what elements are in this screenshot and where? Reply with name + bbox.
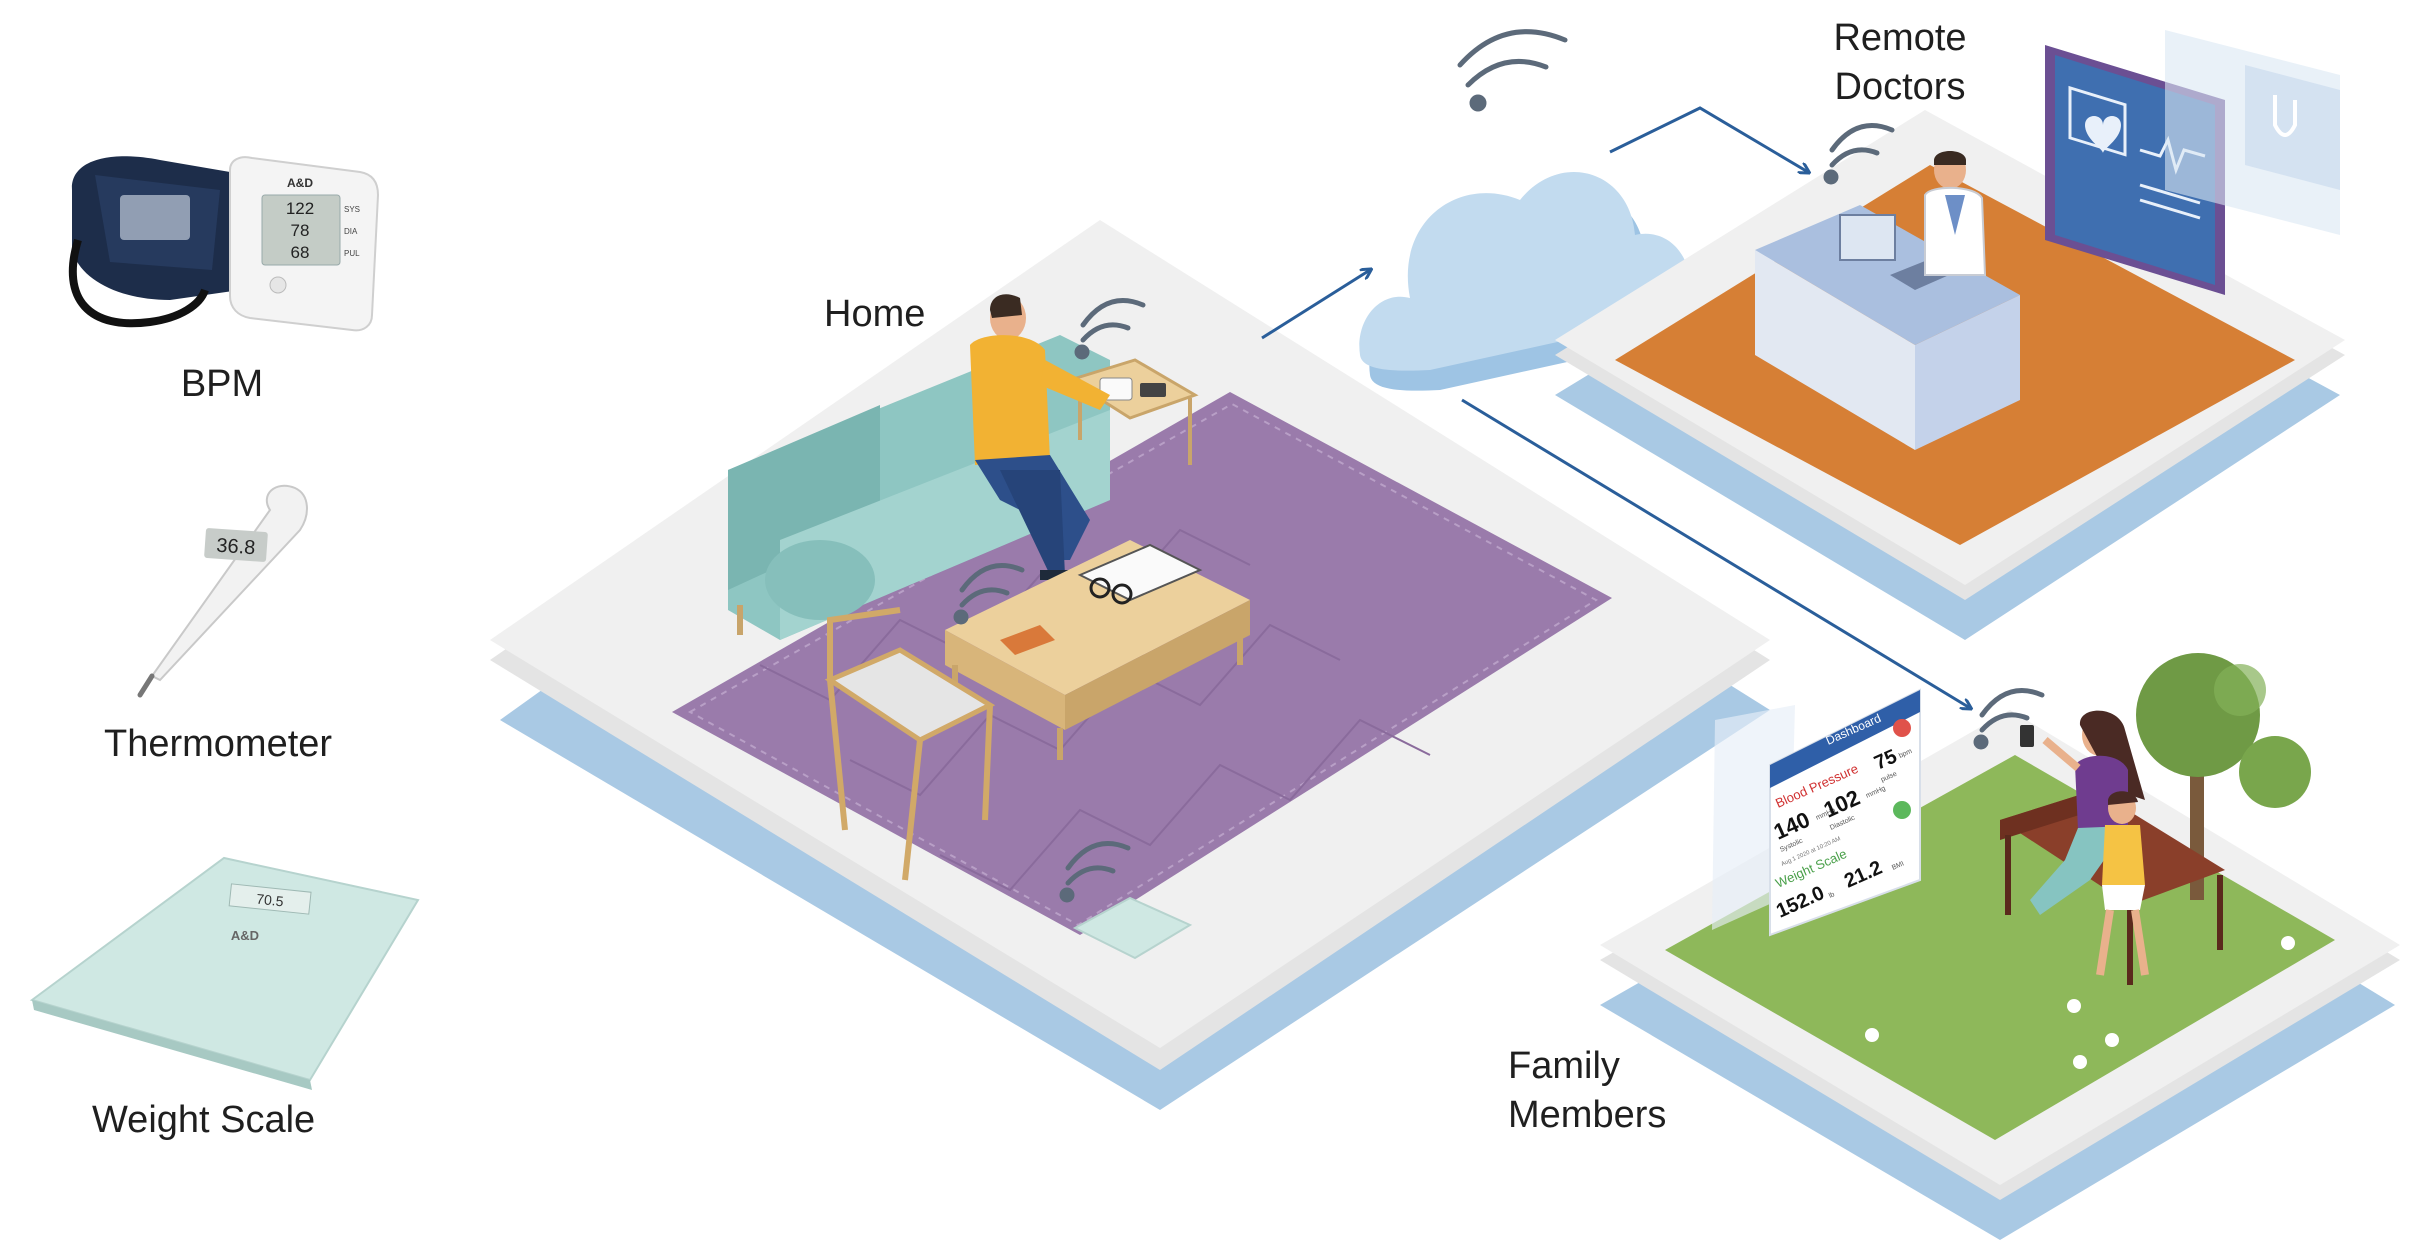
floor-scale: [1072, 896, 1193, 960]
bp-status-icon: [1893, 719, 1911, 737]
arrow-cloud-to-family: [1461, 398, 1970, 708]
bpm-brand: A&D: [287, 176, 313, 190]
home-label: Home: [824, 293, 926, 335]
scale-reading: 70.5: [256, 891, 285, 910]
bpm-label: BPM: [180, 363, 264, 405]
bpm-device-image: 122 78 68 SYS DIA PUL A&D: [68, 156, 380, 332]
wifi-icon: [1074, 298, 1146, 360]
dashboard-card: Dashboard Blood Pressure 140 mmHg Systol…: [1712, 688, 1921, 937]
weight-unit: lb: [1828, 891, 1836, 900]
wifi-icon: [1457, 29, 1568, 112]
doctor-desk: [1755, 205, 2020, 450]
bpm-power-button: [269, 276, 287, 294]
doctor-figure: [1924, 151, 1987, 276]
bpm-dia-unit: DIA: [344, 227, 358, 236]
data-flow-arrows: [1261, 106, 1970, 708]
bpm-pul-unit: PUL: [344, 249, 360, 258]
arrow-home-to-cloud: [1261, 270, 1370, 340]
side-table: [1066, 358, 1199, 465]
bpm-pul-reading: 68: [291, 243, 310, 262]
remote-doctors-label: Remote Doctors: [1800, 14, 2000, 112]
man-figure: [970, 294, 1110, 580]
remote-doctors-line2: Doctors: [1834, 66, 1966, 108]
thermometer-image: 36.8: [137, 484, 308, 698]
tree: [2136, 653, 2311, 900]
family-members-line1: Family: [1508, 1045, 1620, 1087]
heart-icon: [2085, 116, 2121, 153]
weight-status-icon: [1893, 801, 1911, 819]
scale-brand: A&D: [231, 928, 259, 943]
weight-scale-image: 70.5 A&D: [29, 856, 420, 1090]
thermometer-reading: 36.8: [216, 535, 256, 560]
armchair: [824, 607, 996, 881]
wifi-icon: [953, 563, 1025, 625]
weight-scale-label: Weight Scale: [92, 1099, 316, 1141]
bpm-sys-reading: 122: [286, 199, 314, 218]
family-members-line2: Members: [1508, 1094, 1667, 1136]
arrow-cloud-to-doctors: [1609, 106, 1808, 172]
wifi-icon: [1973, 688, 2045, 750]
stethoscope-icon: [2165, 30, 2340, 235]
wifi-icon: [1823, 123, 1895, 185]
bmi-unit: BMI: [1891, 860, 1905, 871]
wifi-icon: [1059, 841, 1131, 903]
thermometer-label: Thermometer: [104, 723, 333, 765]
remote-doctors-line1: Remote: [1833, 17, 1967, 59]
bpm-dia-reading: 78: [291, 221, 310, 240]
child-figure: [2096, 791, 2149, 976]
coffee-table: [945, 540, 1250, 760]
bpm-sys-unit: SYS: [344, 205, 360, 214]
flowers: [1865, 936, 2295, 1069]
family-members-label: Family Members: [1508, 1042, 1666, 1140]
